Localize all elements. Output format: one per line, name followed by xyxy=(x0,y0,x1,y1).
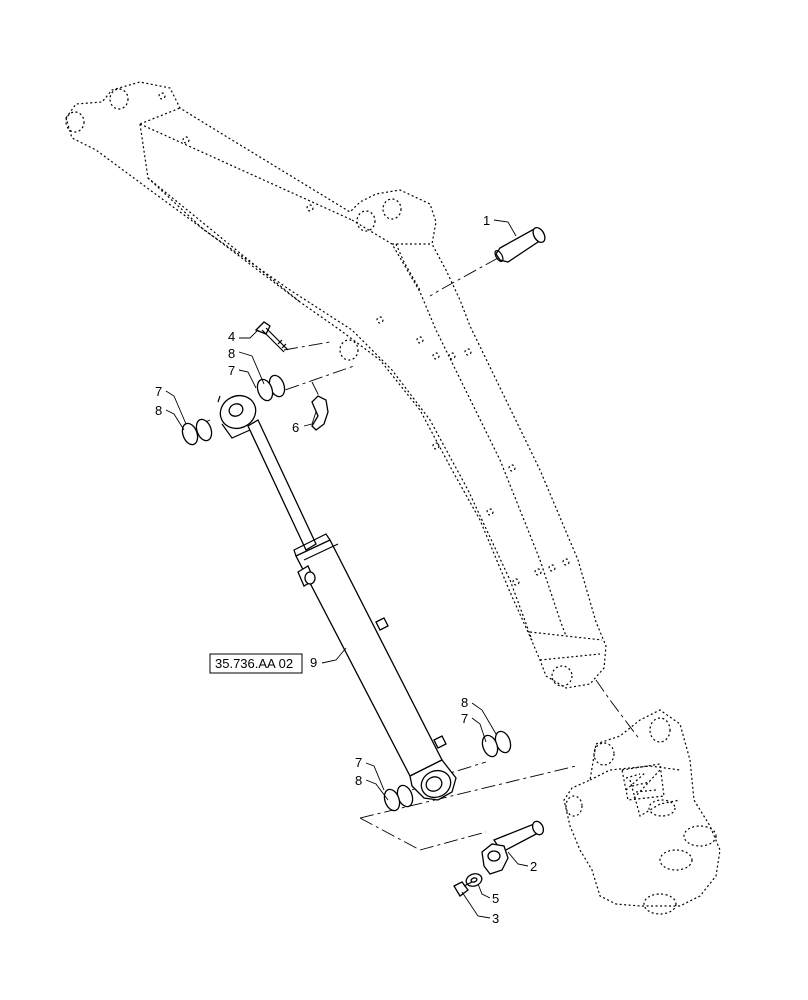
callout-3: 3 xyxy=(492,911,499,926)
cross-reference-box[interactable]: 35.736.AA 02 xyxy=(209,653,303,674)
boom-pin-part-1 xyxy=(494,226,546,263)
callout-5: 5 xyxy=(492,891,499,906)
callout-7: 7 xyxy=(461,711,468,726)
callout-7: 7 xyxy=(228,363,235,378)
bolt-part-3 xyxy=(453,881,473,897)
callout-7: 7 xyxy=(155,384,162,399)
callout-8: 8 xyxy=(461,695,468,710)
callout-6: 6 xyxy=(292,420,299,435)
bolt-part-4 xyxy=(254,321,289,353)
link-pin-part-2 xyxy=(481,820,545,875)
callout-leader-lines xyxy=(165,219,529,919)
boom-mounting-holes xyxy=(158,92,570,586)
bucket-link-bracket-phantom xyxy=(563,709,721,915)
hydraulic-cylinder-part-9 xyxy=(217,394,457,801)
callout-4: 4 xyxy=(228,329,235,344)
cross-reference-label[interactable]: 35.736.AA 02 xyxy=(215,656,293,671)
callout-8: 8 xyxy=(228,346,235,361)
callout-9: 9 xyxy=(310,655,317,670)
callout-numbers: 1 4 8 7 7 8 6 9 8 7 7 8 2 5 3 xyxy=(155,213,537,926)
callout-1: 1 xyxy=(483,213,490,228)
lock-plate-part-6 xyxy=(311,395,329,431)
boom-phantom-outline xyxy=(65,81,607,689)
callout-7: 7 xyxy=(355,755,362,770)
washer-part-5 xyxy=(465,873,483,887)
callout-8: 8 xyxy=(355,773,362,788)
callout-8: 8 xyxy=(155,403,162,418)
shim-washers-upper xyxy=(181,374,286,446)
shim-washers-lower xyxy=(383,730,512,812)
callout-2: 2 xyxy=(530,859,537,874)
